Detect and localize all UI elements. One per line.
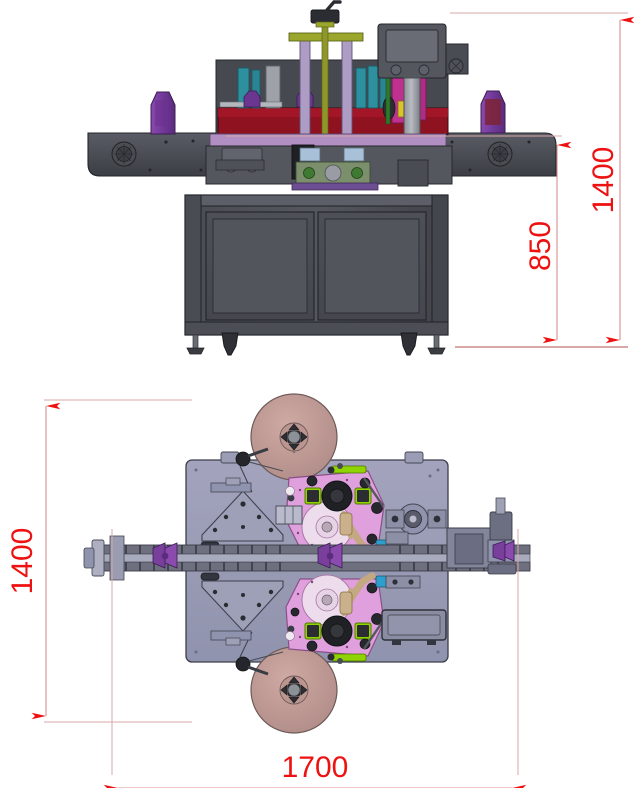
leveling-foot bbox=[427, 334, 446, 355]
label-reel bbox=[250, 646, 338, 734]
machine-deck bbox=[205, 133, 453, 191]
dimension-length-overall: 1700 bbox=[103, 529, 527, 788]
bottle-top-view bbox=[152, 542, 178, 569]
guide-plate bbox=[200, 572, 284, 646]
baseplate-bolts bbox=[194, 468, 440, 654]
dimension-value-height-working: 850 bbox=[524, 221, 557, 271]
leveling-foot bbox=[221, 332, 239, 356]
base-cabinet bbox=[184, 194, 449, 336]
cabinet-door bbox=[205, 211, 315, 321]
bottle bbox=[150, 91, 176, 135]
top-plan-view bbox=[83, 393, 531, 734]
dimension-width-overall: 1400 bbox=[6, 399, 192, 723]
panel-button bbox=[418, 64, 430, 76]
dimension-height-overall: 1400 bbox=[450, 12, 635, 348]
drive-gearbox bbox=[446, 497, 517, 575]
dimension-value-length-overall: 1700 bbox=[282, 751, 349, 784]
hmi-control-panel[interactable] bbox=[377, 23, 469, 187]
bottle-top-view bbox=[317, 542, 343, 569]
leveling-foot-group bbox=[186, 332, 446, 356]
labeling-head bbox=[285, 572, 388, 664]
panel-button bbox=[390, 64, 402, 76]
bottle bbox=[480, 90, 506, 134]
height-adjust-crank[interactable] bbox=[288, 0, 364, 181]
reel-tension-arm bbox=[235, 447, 284, 493]
labeling-head bbox=[285, 463, 388, 555]
infeed-conveyor bbox=[87, 132, 216, 177]
reel-tension-arm bbox=[235, 631, 284, 676]
conveyor-chain bbox=[83, 535, 531, 581]
dimension-value-height-overall: 1400 bbox=[587, 147, 620, 214]
leveling-foot bbox=[400, 332, 418, 356]
index-wheel bbox=[385, 503, 447, 589]
control-box bbox=[381, 609, 447, 645]
label-reel bbox=[250, 393, 338, 481]
front-elevation-view bbox=[87, 0, 557, 356]
dimension-value-width-overall: 1400 bbox=[6, 528, 39, 595]
cabinet-door bbox=[317, 211, 427, 321]
dimension-height-working: 850 bbox=[226, 135, 572, 344]
leveling-foot bbox=[186, 334, 205, 355]
